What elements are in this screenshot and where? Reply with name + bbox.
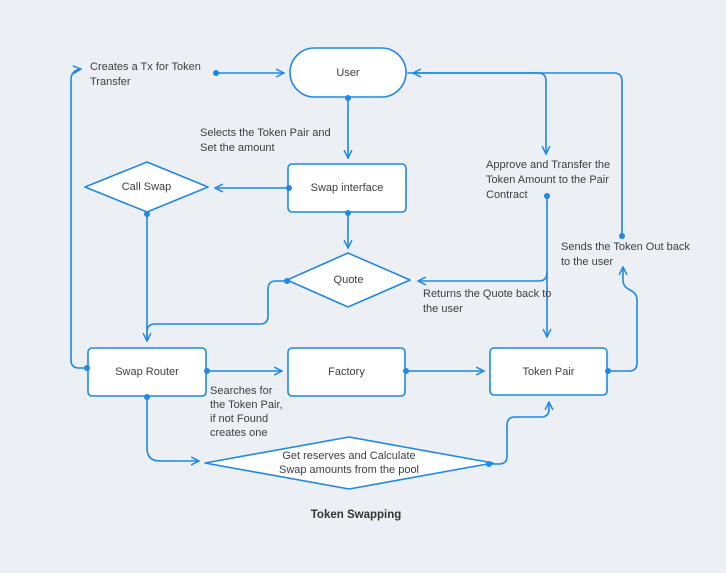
node-user: User <box>336 66 360 79</box>
edge-label-sends-out: Sends the Token Out back to the user <box>561 241 690 268</box>
edge-label-returns-quote: Returns the Quote back to the user <box>423 288 552 315</box>
node-quote-shape <box>286 252 411 308</box>
edge-label-selects-pair: Selects the Token Pair and Set the amoun… <box>200 127 331 154</box>
edge-loop-to-creates-label <box>70 65 86 369</box>
node-call-swap: Call Swap <box>121 181 172 193</box>
node-swap-interface: Swap interface <box>310 182 384 194</box>
edge-returns-quote-to-quote <box>417 271 548 286</box>
diagram-title: Token Swapping <box>310 509 402 521</box>
edge-sends-label-to-user <box>412 68 623 234</box>
node-get-reserves: Get reserves and Calculate Swap amounts … <box>278 450 420 476</box>
edge-label-approve-transfer: Approve and Transfer the Token Amount to… <box>486 159 611 201</box>
node-factory: Factory <box>328 366 365 378</box>
node-token-pair: Token Pair <box>522 365 575 378</box>
edge-quote-to-swap-router <box>146 280 286 339</box>
edge-label-searches: Searches for the Token Pair, if not Foun… <box>210 385 283 439</box>
edge-label-creates-tx: Creates a Tx for Token Transfer <box>90 61 201 88</box>
node-get-reserves-shape <box>204 436 494 490</box>
edge-swap-router-to-get-reserves <box>146 397 200 466</box>
edge-token-pair-to-sends-label <box>608 266 638 372</box>
edge-get-reserves-to-token-pair <box>489 401 554 465</box>
edge-endpoint-dots <box>84 70 625 467</box>
node-swap-router: Swap Router <box>115 366 179 378</box>
node-quote: Quote <box>333 274 364 286</box>
edge-user-to-approve-label <box>407 72 551 155</box>
